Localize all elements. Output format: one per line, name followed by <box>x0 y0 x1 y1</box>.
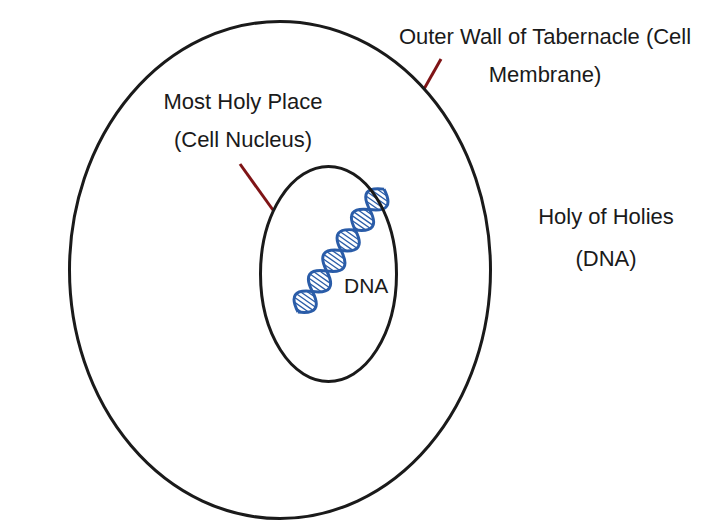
dna-label: DNA <box>342 273 390 299</box>
leader-line <box>424 59 441 89</box>
nucleus-circle: Most Holy Place (Cell Nucleus)DNA <box>259 165 398 383</box>
cell-membrane-circle: Outer Wall of Tabernacle (Cell Membrane)… <box>68 20 492 520</box>
leader-line <box>240 164 273 210</box>
membrane-label: Outer Wall of Tabernacle (Cell Membrane) <box>390 18 700 94</box>
nucleus-label: Most Holy Place (Cell Nucleus) <box>143 83 343 159</box>
region-label: Holy of Holies (DNA) <box>506 196 706 280</box>
